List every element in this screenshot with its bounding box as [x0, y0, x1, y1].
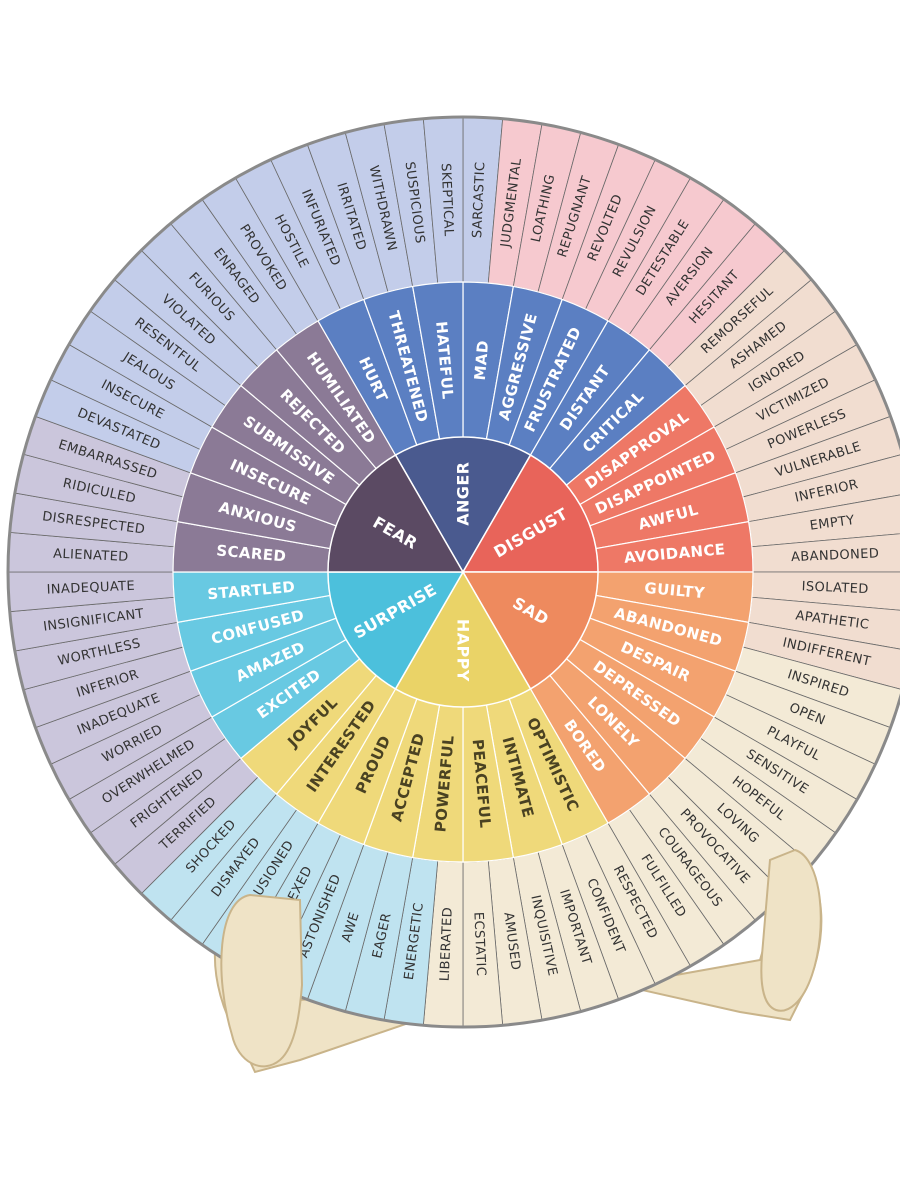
wheel-label: LIBERATED	[438, 907, 456, 982]
core-segment	[327, 571, 465, 690]
wheel-label: ISOLATED	[801, 579, 869, 597]
wheel-label: SARCASTIC	[470, 161, 488, 238]
core-segment	[461, 454, 599, 573]
core-segment	[327, 454, 465, 573]
middle-ring	[172, 281, 754, 863]
wheel-rim	[6, 115, 900, 1029]
core-segment	[461, 571, 599, 690]
wheel-label: ABANDONED	[791, 546, 880, 565]
outer-ring	[7, 116, 900, 1028]
stand-left-upright	[220, 893, 304, 1068]
stand-right-upright	[760, 848, 822, 1012]
core-ring	[327, 436, 599, 708]
wheel-label: EMPTY	[809, 513, 856, 534]
wheel-label: GUILTY	[644, 579, 707, 602]
wheel-label: ECSTATIC	[470, 912, 488, 977]
wheel-label: ANGER	[454, 462, 473, 526]
wheel-label: MAD	[471, 340, 492, 382]
wheel-label: SKEPTICAL	[438, 163, 456, 237]
wooden-stand-front	[220, 848, 822, 1068]
wheel-label: ALIENATED	[53, 547, 129, 565]
wheel-label: HAPPY	[454, 619, 473, 682]
wheel-label: INADEQUATE	[46, 579, 135, 598]
core-segment	[394, 570, 532, 708]
core-segment	[394, 436, 532, 574]
